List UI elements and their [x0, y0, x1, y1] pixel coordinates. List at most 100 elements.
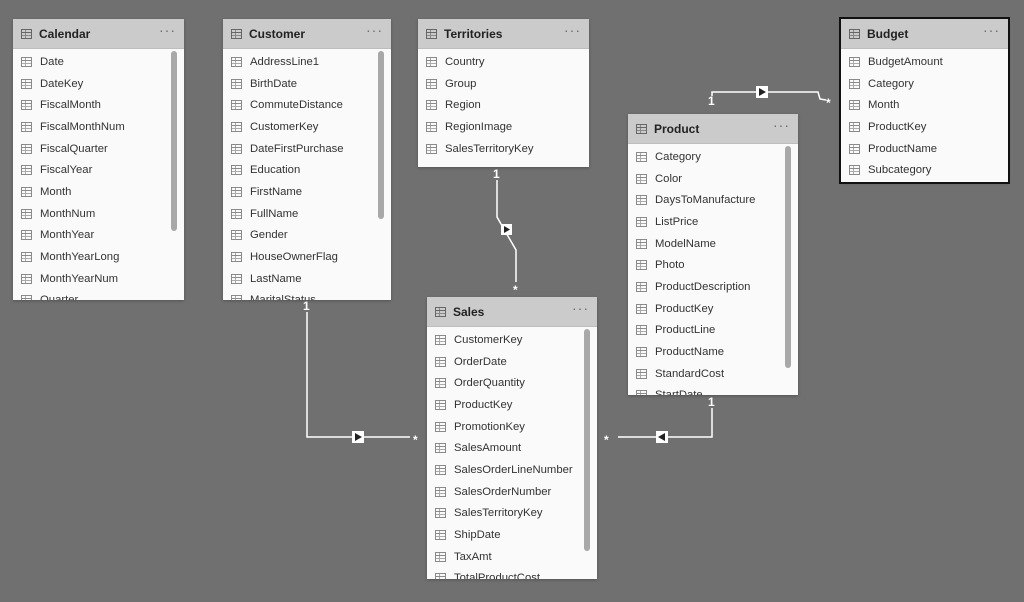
field-row[interactable]: Photo — [628, 254, 798, 276]
field-row[interactable]: FiscalMonthNum — [13, 116, 184, 138]
field-name: Month — [40, 185, 72, 198]
field-row[interactable]: ShipDate — [427, 524, 597, 546]
field-row[interactable]: ProductName — [628, 341, 798, 363]
field-row[interactable]: Month — [13, 181, 184, 203]
field-row[interactable]: SalesTerritoryKey — [427, 503, 597, 525]
field-row[interactable]: Category — [628, 146, 798, 168]
field-row[interactable]: BirthDate — [223, 73, 391, 95]
field-row[interactable]: Month — [841, 94, 1008, 116]
table-header[interactable]: Customer ··· — [223, 19, 391, 49]
field-row[interactable]: BudgetAmount — [841, 51, 1008, 73]
field-row[interactable]: Region — [418, 94, 589, 116]
scrollbar[interactable] — [171, 51, 177, 231]
field-row[interactable]: Group — [418, 73, 589, 95]
filter-direction-arrow-icon — [504, 226, 510, 233]
field-row[interactable]: FiscalYear — [13, 159, 184, 181]
field-row[interactable]: ListPrice — [628, 211, 798, 233]
field-row[interactable]: FiscalMonth — [13, 94, 184, 116]
field-name: FirstName — [250, 185, 303, 198]
scrollbar[interactable] — [378, 51, 384, 219]
field-row[interactable]: Quarter — [13, 290, 184, 300]
relationship-product-sales[interactable] — [618, 408, 713, 443]
field-row[interactable]: DateKey — [13, 73, 184, 95]
field-row[interactable]: OrderDate — [427, 351, 597, 373]
field-row[interactable]: FirstName — [223, 181, 391, 203]
more-options-icon[interactable]: ··· — [983, 21, 1000, 38]
field-name: OrderDate — [454, 355, 507, 368]
relationship-product-budget[interactable] — [711, 86, 827, 101]
column-icon — [435, 399, 446, 410]
field-name: StandardCost — [655, 367, 725, 380]
field-row[interactable]: Education — [223, 159, 391, 181]
column-icon — [636, 195, 647, 206]
field-row[interactable]: Color — [628, 168, 798, 190]
field-row[interactable]: ProductLine — [628, 320, 798, 342]
more-options-icon[interactable]: ··· — [159, 21, 176, 38]
field-row[interactable]: MonthYearLong — [13, 246, 184, 268]
field-row[interactable]: AddressLine1 — [223, 51, 391, 73]
scrollbar[interactable] — [584, 329, 590, 551]
more-options-icon[interactable]: ··· — [773, 116, 790, 133]
field-row[interactable]: FiscalQuarter — [13, 138, 184, 160]
field-row[interactable]: Gender — [223, 225, 391, 247]
table-header[interactable]: Sales ··· — [427, 297, 597, 327]
field-row[interactable]: StandardCost — [628, 363, 798, 385]
field-row[interactable]: MonthYear — [13, 225, 184, 247]
field-row[interactable]: ModelName — [628, 233, 798, 255]
field-row[interactable]: ProductKey — [841, 116, 1008, 138]
field-row[interactable]: RegionImage — [418, 116, 589, 138]
more-options-icon[interactable]: ··· — [572, 299, 589, 316]
field-name: ProductName — [868, 142, 938, 155]
table-header[interactable]: Budget ··· — [841, 19, 1008, 49]
field-row[interactable]: TaxAmt — [427, 546, 597, 568]
field-row[interactable]: FullName — [223, 203, 391, 225]
field-name: StartDate — [655, 389, 703, 395]
relationship-customer-sales[interactable] — [306, 312, 410, 443]
field-row[interactable]: MonthNum — [13, 203, 184, 225]
field-row[interactable]: MonthYearNum — [13, 268, 184, 290]
field-name: Group — [445, 77, 477, 90]
relationship-territories-sales[interactable] — [496, 180, 517, 282]
field-row[interactable]: SalesTerritoryKey — [418, 138, 589, 160]
table-header[interactable]: Product ··· — [628, 114, 798, 144]
field-row[interactable]: DaysToManufacture — [628, 189, 798, 211]
more-options-icon[interactable]: ··· — [564, 21, 581, 38]
field-row[interactable]: CustomerKey — [427, 329, 597, 351]
field-row[interactable]: PromotionKey — [427, 416, 597, 438]
field-row[interactable]: ProductKey — [427, 394, 597, 416]
field-row[interactable]: Category — [841, 73, 1008, 95]
field-row[interactable]: StartDate — [628, 385, 798, 395]
table-header[interactable]: Calendar ··· — [13, 19, 184, 49]
field-row[interactable]: Subcategory — [841, 159, 1008, 181]
scrollbar[interactable] — [785, 146, 791, 368]
field-name: Education — [250, 164, 301, 177]
field-row[interactable]: ProductKey — [628, 298, 798, 320]
field-row[interactable]: SalesOrderNumber — [427, 481, 597, 503]
field-name: RegionImage — [445, 120, 513, 133]
field-name: SalesOrderNumber — [454, 485, 552, 498]
field-row[interactable]: TotalProductCost — [427, 568, 597, 579]
field-name: MonthYear — [40, 229, 95, 242]
field-row[interactable]: ProductDescription — [628, 276, 798, 298]
field-row[interactable]: SalesAmount — [427, 437, 597, 459]
field-row[interactable]: ProductName — [841, 138, 1008, 160]
field-row[interactable]: HouseOwnerFlag — [223, 246, 391, 268]
field-row[interactable]: Country — [418, 51, 589, 73]
field-row[interactable]: OrderQuantity — [427, 372, 597, 394]
field-row[interactable]: Date — [13, 51, 184, 73]
table-header[interactable]: Territories ··· — [418, 19, 589, 49]
field-row[interactable]: CustomerKey — [223, 116, 391, 138]
column-icon — [849, 78, 860, 89]
field-row[interactable]: SalesOrderLineNumber — [427, 459, 597, 481]
field-row[interactable]: LastName — [223, 268, 391, 290]
field-row[interactable]: DateFirstPurchase — [223, 138, 391, 160]
more-options-icon[interactable]: ··· — [366, 21, 383, 38]
field-row[interactable]: CommuteDistance — [223, 94, 391, 116]
field-row[interactable]: MaritalStatus — [223, 290, 391, 300]
